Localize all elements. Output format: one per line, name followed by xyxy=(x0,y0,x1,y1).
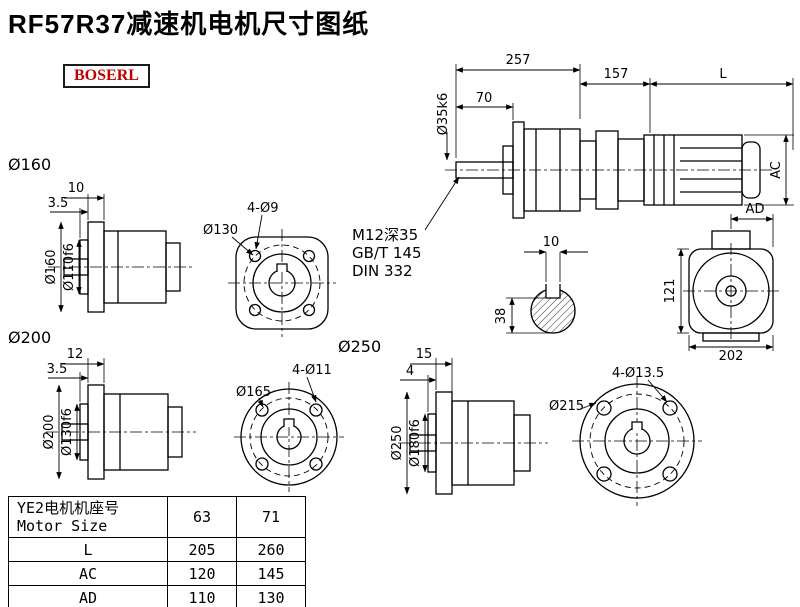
flange160-dimensions: 10 3.5 Ø160 Ø110f6 xyxy=(44,181,105,313)
keyway-slot xyxy=(545,284,561,299)
value-AC-71: 145 xyxy=(236,561,306,586)
table-header-cell: YE2电机机座号 Motor Size xyxy=(8,496,168,538)
dim-f200-spigot: Ø130f6 xyxy=(60,408,75,456)
motor-size-table: YE2电机机座号 Motor Size 63 71 L 205 260 AC 1… xyxy=(8,496,306,607)
table-header-cn: YE2电机机座号 xyxy=(17,499,120,517)
assembly-outline xyxy=(455,121,761,219)
dim-f250-od: Ø250 xyxy=(390,425,405,460)
dim-121: 121 xyxy=(663,279,678,304)
row-label-L: L xyxy=(8,537,168,562)
front165-flange xyxy=(240,388,338,486)
dim-f200-od: Ø200 xyxy=(42,414,57,449)
flange160-outline xyxy=(63,221,181,313)
key-dimensions: 10 38 xyxy=(494,235,588,334)
shaft-end-note: M12深35 GB/T 145 DIN 332 xyxy=(352,176,460,280)
front130-flange xyxy=(235,236,329,330)
table-row-AD: AD 110 130 xyxy=(8,585,306,607)
frame-size-63: 63 xyxy=(167,496,237,538)
flange200-rear-step xyxy=(167,406,183,458)
dim-AC: AC xyxy=(769,161,784,179)
value-AC-63: 120 xyxy=(167,561,237,586)
assembly-side-view: 257 157 L 70 Ø35k6 AC xyxy=(436,53,794,219)
dim-202: 202 xyxy=(719,349,744,364)
flange250-outline xyxy=(409,391,531,495)
dim-shaft-dia: Ø35k6 xyxy=(436,93,451,136)
section-label-200: Ø200 xyxy=(8,328,51,347)
front165-bolt-circle xyxy=(249,397,329,477)
fan-cover xyxy=(741,141,761,199)
motor-rear-view: AD 121 202 xyxy=(663,202,779,364)
dim-front165-bcd: Ø165 xyxy=(236,385,271,400)
flange160-rear-step xyxy=(165,242,181,292)
shaft-key-section: 10 38 xyxy=(494,235,588,334)
motor-foot xyxy=(702,332,760,342)
dim-f160-od: Ø160 xyxy=(44,249,59,284)
flange250-side-view: 15 4 Ø250 Ø180f6 xyxy=(390,347,548,495)
front130-bolt-circle xyxy=(243,244,321,322)
dim-front130-bcd: Ø130 xyxy=(203,223,238,238)
dim-key-width: 10 xyxy=(543,235,560,250)
assembly-dimensions: 257 157 L 70 Ø35k6 AC xyxy=(436,53,794,206)
front215-bolt-circle xyxy=(589,393,685,489)
front130-spigot-circle xyxy=(252,253,312,313)
value-AD-71: 130 xyxy=(236,585,306,607)
dim-front215-holes: 4-Ø13.5 xyxy=(612,366,664,381)
front165-spigot-circle xyxy=(260,408,318,466)
dim-f250-step: 4 xyxy=(406,364,414,379)
dim-f200-thickness: 12 xyxy=(67,347,84,362)
table-row-L: L 205 260 xyxy=(8,537,306,562)
value-L-71: 260 xyxy=(236,537,306,562)
boserl-logo: BOSERL xyxy=(63,64,150,88)
rear-view-dimensions: AD 121 202 xyxy=(663,202,774,364)
flange200-dimensions: 12 3.5 Ø200 Ø130f6 xyxy=(42,347,105,480)
dim-257: 257 xyxy=(506,53,531,68)
front215-flange xyxy=(579,383,695,499)
table-row-AC: AC 120 145 xyxy=(8,561,306,586)
front-view-165: Ø165 4-Ø11 xyxy=(234,363,344,492)
flange250-rear-step xyxy=(513,414,531,472)
dim-f160-spigot: Ø110f6 xyxy=(62,243,77,291)
dim-front165-holes: 4-Ø11 xyxy=(292,363,332,378)
dim-f250-thickness: 15 xyxy=(416,347,433,362)
front215-keyway xyxy=(631,421,643,430)
front165-keyway xyxy=(283,418,295,427)
dim-70: 70 xyxy=(476,91,493,106)
dim-f200-step: 3.5 xyxy=(47,362,68,377)
note-din-standard: DIN 332 xyxy=(352,262,413,280)
dim-L: L xyxy=(719,67,727,82)
section-label-160: Ø160 xyxy=(8,155,51,174)
value-AD-63: 110 xyxy=(167,585,237,607)
table-header-row: YE2电机机座号 Motor Size 63 71 xyxy=(8,496,306,538)
dim-front130-holes: 4-Ø9 xyxy=(247,201,278,216)
note-gb-standard: GB/T 145 xyxy=(352,244,422,262)
dim-f160-thickness: 10 xyxy=(68,181,85,196)
dim-front215-bcd: Ø215 xyxy=(549,399,584,414)
page-title: RF57R37减速机电机尺寸图纸 xyxy=(8,9,370,39)
row-label-AC: AC xyxy=(8,561,168,586)
front-view-130: Ø130 4-Ø9 xyxy=(203,201,336,337)
flange250-dimensions: 15 4 Ø250 Ø180f6 xyxy=(390,347,453,495)
dim-f160-step: 3.5 xyxy=(48,196,69,211)
dim-AD: AD xyxy=(746,202,765,217)
front-view-215: Ø215 4-Ø13.5 xyxy=(549,366,702,506)
note-tap-hole: M12深35 xyxy=(352,226,418,244)
front130-keyway xyxy=(276,263,288,272)
row-label-AD: AD xyxy=(8,585,168,607)
dim-157: 157 xyxy=(604,67,629,82)
flange160-side-view: 10 3.5 Ø160 Ø110f6 xyxy=(44,181,192,313)
table-header-en: Motor Size xyxy=(17,517,108,535)
frame-size-71: 71 xyxy=(236,496,306,538)
front215-spigot-circle xyxy=(604,408,670,474)
section-label-250: Ø250 xyxy=(338,337,381,356)
value-L-63: 205 xyxy=(167,537,237,562)
dim-38: 38 xyxy=(494,308,509,325)
flange200-side-view: 12 3.5 Ø200 Ø130f6 xyxy=(42,347,196,480)
dim-f250-spigot: Ø180f6 xyxy=(408,419,423,467)
